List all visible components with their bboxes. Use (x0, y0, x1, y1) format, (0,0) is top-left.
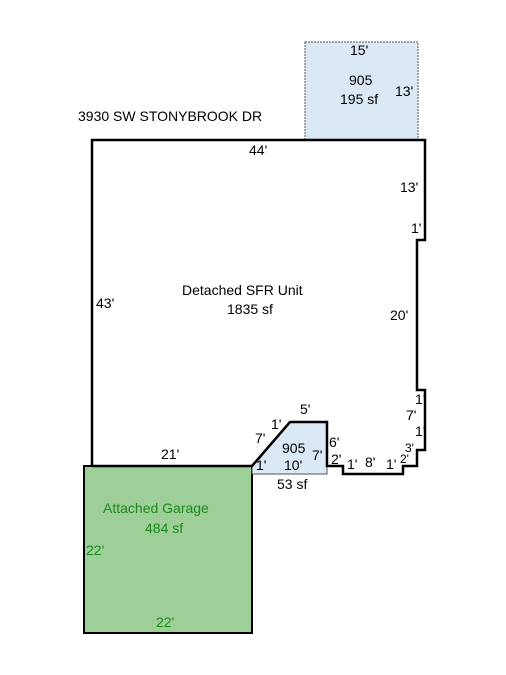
main-right-jog2-dim: 1' (415, 391, 425, 407)
top-addition-width-label: 15' (350, 42, 368, 58)
main-right-lower-dim: 7' (406, 407, 416, 423)
main-top-dim: 44' (249, 142, 267, 158)
main-right-jog-dim: 1' (411, 220, 421, 236)
top-addition-depth-label: 13' (395, 83, 413, 99)
main-bottom-c-dim: 1' (386, 456, 396, 472)
main-bottom-left-dim: 21' (161, 446, 179, 462)
bottom-addition-top-dim: 5' (300, 401, 310, 417)
main-unit-outline (90, 138, 427, 476)
top-addition-area: 195 sf (340, 91, 378, 107)
main-bottom-b-dim: 8' (365, 454, 375, 470)
main-corner-b-dim: 2' (400, 452, 409, 466)
main-unit-name: Detached SFR Unit (182, 282, 303, 298)
main-unit-area: 1835 sf (227, 301, 273, 317)
main-right-mid-dim: 20' (390, 307, 408, 323)
garage-area: 484 sf (145, 520, 183, 536)
bottom-addition-code: 905 (282, 440, 306, 456)
main-right-upper-dim: 13' (400, 179, 418, 195)
garage-shape (83, 465, 253, 634)
bottom-addition-diag-dim: 7' (255, 430, 265, 446)
bottom-addition-area: 53 sf (277, 476, 307, 492)
main-step-a-dim: 6' (329, 434, 339, 450)
main-right-jog3-dim: 1' (415, 423, 425, 439)
garage-left-dim: 22' (86, 542, 104, 558)
address-label: 3930 SW STONYBROOK DR (78, 108, 262, 124)
top-addition-shape (304, 41, 419, 141)
main-bottom-d-dim: 2' (331, 451, 341, 467)
main-corner-a-dim: 3' (405, 441, 414, 455)
main-bottom-a-dim: 1' (347, 456, 357, 472)
garage-name: Attached Garage (103, 500, 209, 516)
bottom-addition-right-dim: 7' (312, 447, 322, 463)
bottom-addition-diag-short-dim: 1' (271, 416, 281, 432)
top-addition-code: 905 (349, 72, 373, 88)
main-left-dim: 43' (96, 295, 114, 311)
bottom-addition-left-small-dim: 1' (256, 457, 266, 473)
bottom-addition-bottom-dim: 10' (284, 457, 302, 473)
garage-bottom-dim: 22' (156, 614, 174, 630)
